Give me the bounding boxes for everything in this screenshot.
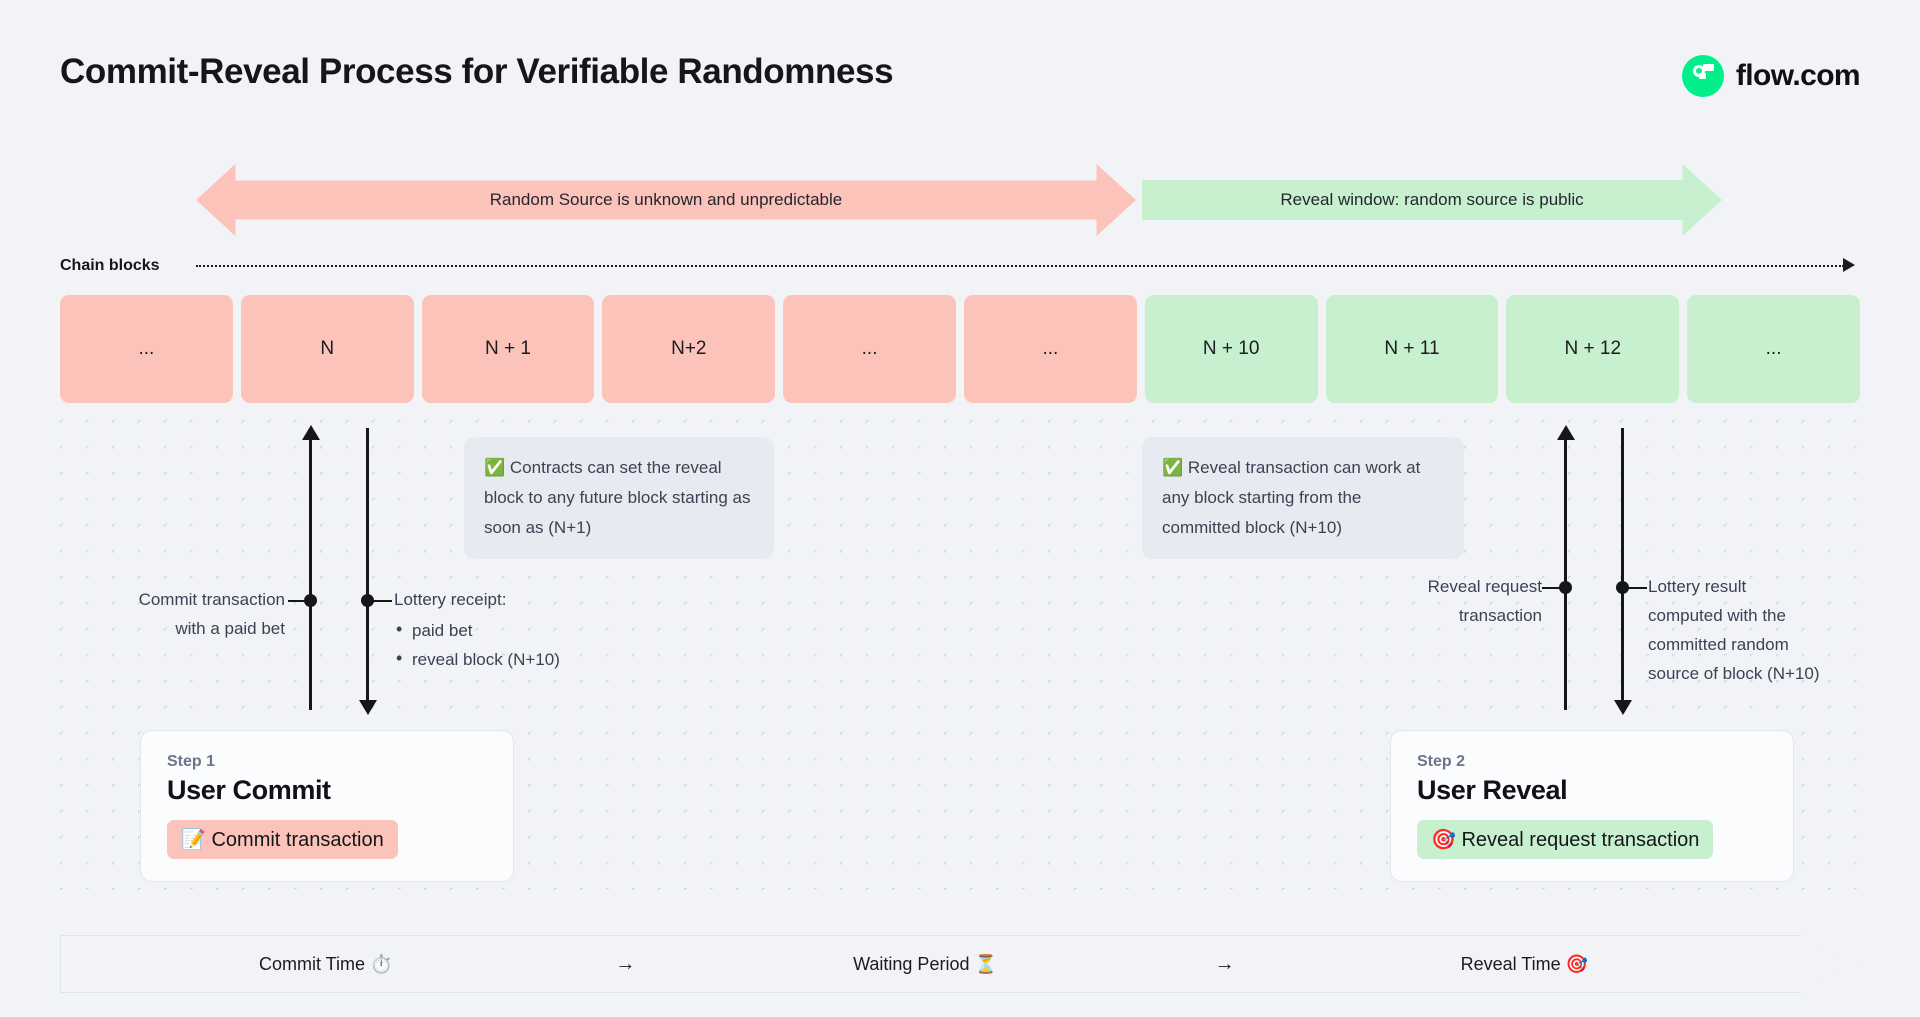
lottery-result-stub-line bbox=[1627, 586, 1647, 590]
reveal-request-arrow-up-icon bbox=[1556, 425, 1575, 440]
lottery-result-marker-dot bbox=[1616, 581, 1629, 594]
annotation-receipt-bullets: paid bet reveal block (N+10) bbox=[394, 615, 674, 674]
chain-block-label: N bbox=[320, 338, 335, 359]
flow-logo: flow.com bbox=[1681, 55, 1861, 97]
lottery-result-arrow-down-icon bbox=[1613, 700, 1632, 715]
chain-block-label: ... bbox=[861, 338, 878, 359]
annotation-commit-line1: Commit transaction bbox=[138, 590, 285, 609]
step-1-eyebrow: Step 1 bbox=[167, 753, 216, 770]
annotation-lottery-receipt: Lottery receipt: paid bet reveal block (… bbox=[394, 585, 674, 674]
chain-block: N + 12 bbox=[1506, 295, 1680, 403]
chain-block: ... bbox=[60, 295, 233, 403]
receipt-arrow-down-icon bbox=[358, 700, 377, 715]
chain-block: N+2 bbox=[602, 295, 776, 403]
banner-reveal-window: Reveal window: random source is public bbox=[1142, 164, 1722, 236]
step-1-pill-label: Commit transaction bbox=[211, 829, 384, 851]
annotation-receipt-title: Lottery receipt: bbox=[394, 590, 507, 609]
receipt-stub-line bbox=[372, 599, 392, 603]
chain-block: ... bbox=[783, 295, 956, 403]
chain-dotted-line bbox=[196, 265, 1844, 267]
timeline-arrow-icon: → bbox=[1214, 952, 1235, 975]
step-1-pill[interactable]: 📝 Commit transaction bbox=[167, 820, 398, 859]
chain-block: N bbox=[240, 295, 414, 403]
check-icon: ✅ bbox=[1162, 458, 1184, 477]
commit-marker-dot bbox=[304, 594, 317, 607]
card-step-2[interactable]: Step 2 User Reveal 🎯 Reveal request tran… bbox=[1390, 730, 1794, 882]
logo-wordmark: flow.com bbox=[1735, 59, 1861, 92]
lottery-result-connector-line bbox=[1621, 428, 1624, 708]
page-title: Commit-Reveal Process for Verifiable Ran… bbox=[60, 52, 894, 91]
reveal-request-stub-line bbox=[1542, 586, 1564, 590]
chain-block: N + 10 bbox=[1144, 295, 1318, 403]
chain-block-label: N + 11 bbox=[1384, 338, 1440, 359]
step-2-pill-label: Reveal request transaction bbox=[1461, 829, 1700, 851]
step-2-heading: User Reveal bbox=[1417, 775, 1568, 805]
annotation-lottery-result-line1: Lottery result bbox=[1648, 577, 1747, 596]
chain-block-label: N + 1 bbox=[485, 338, 531, 359]
timeline-segment-waiting: Waiting Period ⏳ bbox=[853, 953, 997, 974]
annotation-lottery-result: Lottery result computed with the committ… bbox=[1648, 572, 1883, 688]
timeline-arrow-icon: → bbox=[615, 952, 636, 975]
check-icon: ✅ bbox=[484, 458, 506, 477]
phase-timeline-bar: Commit Time ⏱️ → Waiting Period ⏳ → Reve… bbox=[60, 935, 1860, 993]
flow-circle-logo-icon bbox=[1681, 55, 1724, 97]
reveal-request-marker-dot bbox=[1559, 581, 1572, 594]
annotation-reveal-request: Reveal request transaction bbox=[1330, 572, 1542, 630]
banner-reveal-window-label: Reveal window: random source is public bbox=[1280, 190, 1584, 209]
receipt-connector-line bbox=[366, 428, 369, 708]
annotation-commit-line2: with a paid bet bbox=[175, 619, 285, 638]
banner-unpredictable-label: Random Source is unknown and unpredictab… bbox=[489, 190, 843, 209]
chain-blocks-label: Chain blocks bbox=[60, 257, 160, 274]
timeline-segment-commit: Commit Time ⏱️ bbox=[258, 953, 393, 974]
step-1-heading: User Commit bbox=[167, 775, 331, 805]
target-icon: 🎯 bbox=[1431, 829, 1456, 851]
chain-block: ... bbox=[963, 295, 1137, 403]
chain-block: ... bbox=[1687, 295, 1860, 403]
chain-block: N + 11 bbox=[1325, 295, 1499, 403]
chain-block: N + 1 bbox=[421, 295, 595, 403]
chain-block-label: ... bbox=[1765, 338, 1782, 359]
memo-icon: 📝 bbox=[181, 829, 206, 851]
chain-block-label: ... bbox=[138, 338, 155, 359]
commit-arrow-up-icon bbox=[301, 425, 320, 440]
timeline-segment-reveal: Reveal Time 🎯 bbox=[1460, 953, 1589, 974]
annotation-lottery-result-line3: committed random bbox=[1648, 635, 1789, 654]
annotation-commit-transaction: Commit transaction with a paid bet bbox=[60, 585, 285, 643]
step-2-eyebrow: Step 2 bbox=[1417, 753, 1466, 770]
callout-reveal-transaction-window: ✅ Reveal transaction can work at any blo… bbox=[1142, 437, 1464, 559]
chain-block-label: N+2 bbox=[671, 338, 707, 359]
annotation-lottery-result-line2: computed with the bbox=[1648, 606, 1786, 625]
commit-stub-line bbox=[288, 599, 310, 603]
chain-block-label: N + 12 bbox=[1564, 338, 1622, 359]
reveal-request-connector-line bbox=[1564, 436, 1567, 710]
banner-unpredictable: Random Source is unknown and unpredictab… bbox=[196, 164, 1136, 236]
step-2-pill[interactable]: 🎯 Reveal request transaction bbox=[1417, 820, 1714, 859]
chain-blocks-row: ... N N + 1 N+2 ... ... N + 10 N + 11 N … bbox=[60, 295, 1860, 403]
callout-contracts-set-reveal-block: ✅ Contracts can set the reveal block to … bbox=[464, 437, 774, 559]
list-item: paid bet bbox=[394, 615, 674, 645]
chain-block-label: ... bbox=[1042, 338, 1059, 359]
chain-arrow-icon bbox=[1843, 258, 1855, 272]
list-item: reveal block (N+10) bbox=[394, 644, 674, 674]
chain-block-label: N + 10 bbox=[1202, 338, 1260, 359]
annotation-lottery-result-line4: source of block (N+10) bbox=[1648, 664, 1820, 683]
annotation-reveal-request-line2: transaction bbox=[1458, 606, 1542, 625]
annotation-reveal-request-line1: Reveal request bbox=[1427, 577, 1542, 596]
commit-connector-line bbox=[309, 436, 312, 710]
callout-right-text: Reveal transaction can work at any block… bbox=[1162, 458, 1421, 537]
receipt-marker-dot bbox=[361, 594, 374, 607]
card-step-1[interactable]: Step 1 User Commit 📝 Commit transaction bbox=[140, 730, 514, 882]
callout-left-text: Contracts can set the reveal block to an… bbox=[484, 458, 751, 537]
